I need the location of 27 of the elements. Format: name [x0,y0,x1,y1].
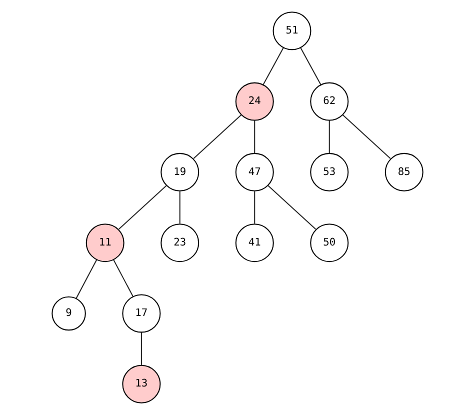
node-circle: 51 [272,12,311,50]
connector [112,260,134,297]
connector [328,120,330,153]
node-circle: 85 [384,152,423,192]
connector [254,120,255,153]
connector [75,260,97,299]
connector [262,48,284,85]
connector [267,185,316,230]
node-circle: 62 [310,82,348,121]
node-circle: 19 [160,152,199,192]
node-circle: 53 [310,152,348,192]
connector [178,191,180,224]
node-circle: 47 [234,152,274,192]
node-circle: 23 [160,224,199,262]
connector [192,114,242,159]
connector [118,185,166,230]
node-circle: 11 [85,224,124,262]
connector [140,332,142,365]
node-circle: 13 [122,364,160,404]
node-circle: 50 [310,224,348,262]
node-circle: 17 [122,294,160,333]
node-circle: 9 [51,296,86,331]
connector [342,114,390,159]
connector [300,48,321,85]
node-circle: 24 [234,82,274,121]
connector [254,191,255,224]
node-circle: 41 [234,224,274,262]
